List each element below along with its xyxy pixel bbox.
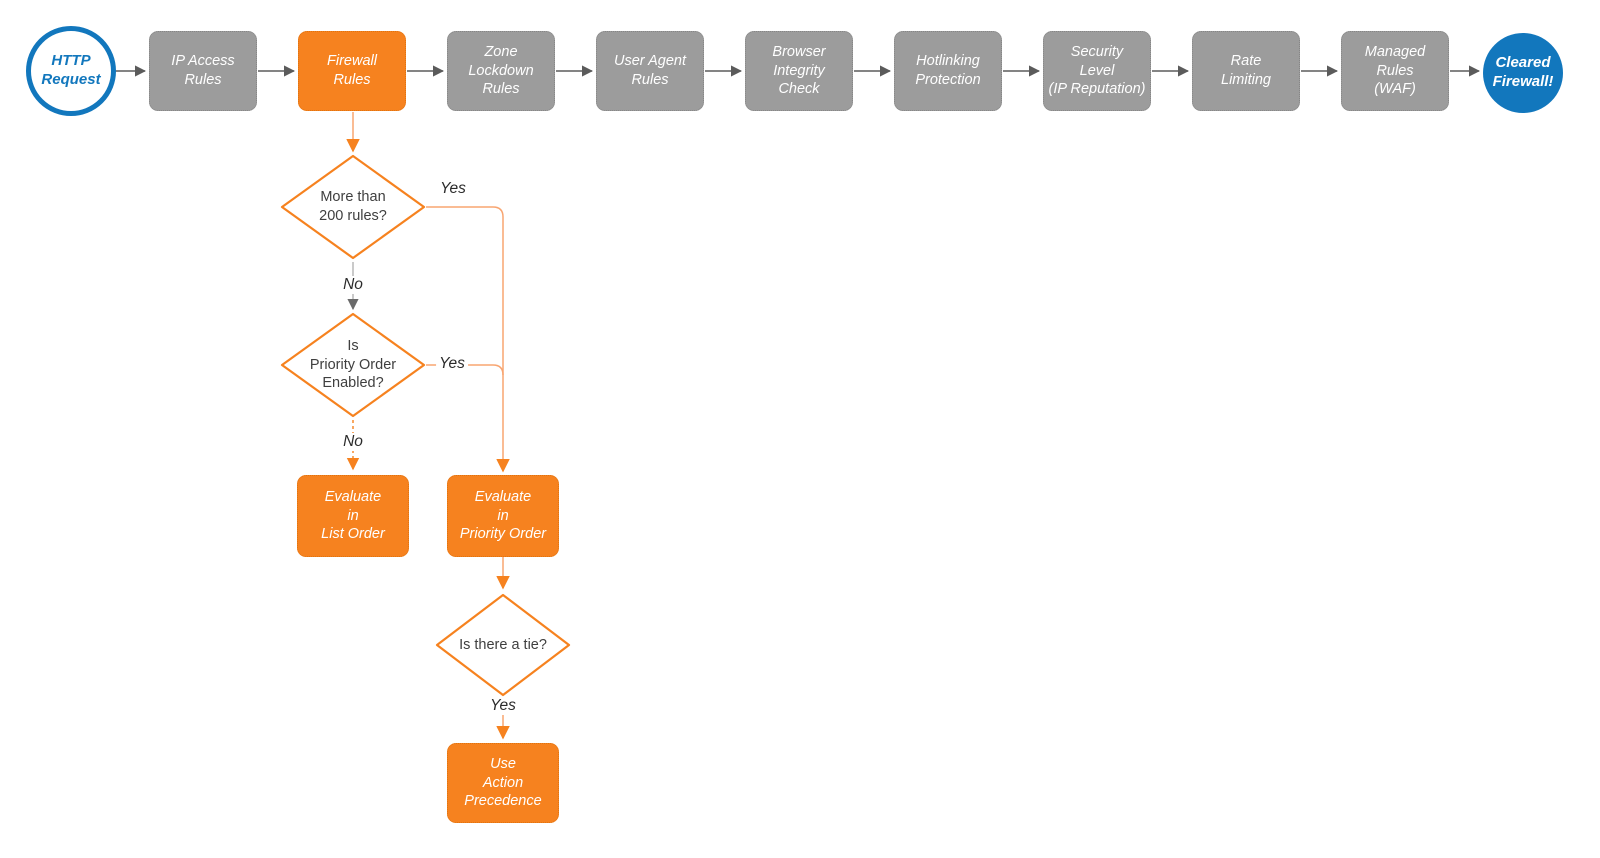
edge-label-yes-priority-enabled: Yes [436,355,468,373]
node-firewall-rules: Firewall Rules [298,31,406,111]
node-use-action-precedence: Use Action Precedence [447,743,559,823]
node-managed-rules-waf: Managed Rules (WAF) [1341,31,1449,111]
edge-label-no-priority-enabled: No [340,433,366,451]
decision-priority-order-enabled: Is Priority Order Enabled? [280,312,426,418]
decision-more-than-200-rules: More than 200 rules? [280,154,426,260]
node-cleared-firewall: Cleared Firewall! [1483,33,1563,113]
decision-label: More than 200 rules? [319,189,387,224]
edge-label-yes-tie: Yes [490,697,516,714]
node-security-level: Security Level (IP Reputation) [1043,31,1151,111]
decision-label: Is Priority Order Enabled? [309,337,397,392]
node-browser-integrity-check: Browser Integrity Check [745,31,853,111]
edge-label-no-more-than-200: No [340,276,366,294]
node-evaluate-in-list-order: Evaluate in List Order [297,475,409,557]
diamond-shape [435,593,571,697]
edge-label-yes-more-than-200: Yes [440,180,466,197]
node-hotlinking-protection: Hotlinking Protection [894,31,1002,111]
node-rate-limiting: Rate Limiting [1192,31,1300,111]
node-evaluate-in-priority-order: Evaluate in Priority Order [447,475,559,557]
diamond-shape [280,312,426,418]
diamond-shape [280,154,426,260]
node-ip-access-rules: IP Access Rules [149,31,257,111]
decision-label: Is there a tie? [459,636,547,653]
node-user-agent-rules: User Agent Rules [596,31,704,111]
node-http-request: HTTP Request [26,26,116,116]
node-zone-lockdown-rules: Zone Lockdown Rules [447,31,555,111]
decision-is-there-a-tie: Is there a tie? [435,593,571,697]
